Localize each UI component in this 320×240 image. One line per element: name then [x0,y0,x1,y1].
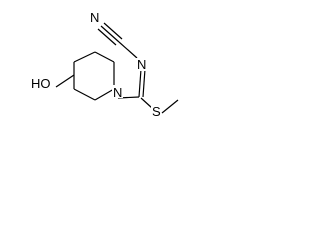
bond-ring-c6-n [94,88,115,101]
molecule-structure: N N N HO S [31,10,179,119]
bond-nitrile-1 [100,25,120,43]
bond-ring-c2-c3 [94,51,115,63]
atom-hydroxyl: HO [31,76,51,91]
atom-imine-n: N [137,57,146,72]
bond-c-imine-n-1 [138,68,142,98]
bond-c4-oh [55,74,75,88]
bond-nitrile-2 [103,22,123,40]
bond-imine-n-nitrile-c [118,41,138,59]
bond-ring-c5-c6 [73,88,96,101]
bond-c-s [140,97,153,109]
atom-labels: N N N HO S [31,10,161,119]
bond-c-imine-n-2 [142,68,146,98]
atom-cyano-n: N [90,10,99,25]
bond-group [55,22,179,114]
atom-sulfur: S [152,104,161,119]
atom-ring-n: N [113,85,122,100]
bond-nitrile-3 [97,28,117,46]
bond-s-methyl [161,99,179,114]
bond-ring-c3-c4 [73,51,96,63]
